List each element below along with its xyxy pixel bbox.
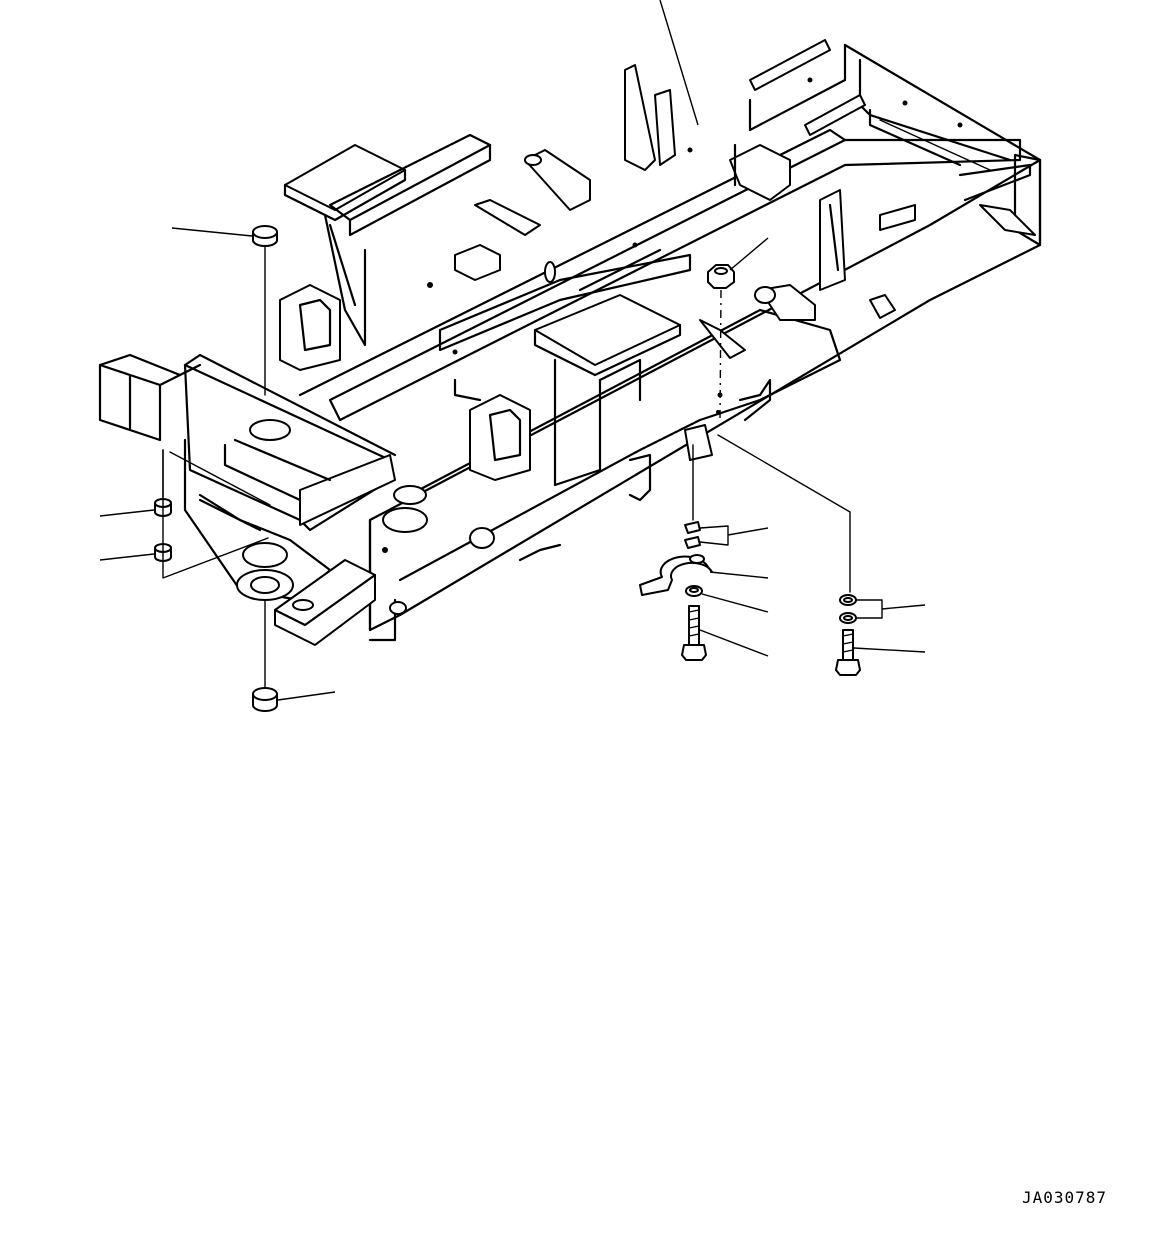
- leader-plug-upper: [99, 509, 155, 517]
- bolt-right: [835, 629, 861, 676]
- hex-nut: [707, 264, 735, 289]
- leader-frame: [659, 0, 699, 126]
- center-mount-bracket: [454, 244, 682, 487]
- front-mount-bracket: [279, 133, 492, 371]
- axis-line-plug-ref: [169, 451, 271, 506]
- leader-plug-lower: [99, 553, 155, 561]
- washer-pair: [839, 594, 857, 624]
- washer: [685, 585, 703, 597]
- leader-hex-nut: [729, 237, 769, 271]
- leader-clip-pair: [727, 527, 769, 536]
- rear-mount-bracket: [624, 39, 916, 291]
- frame-fittings: [382, 77, 1036, 615]
- leader-clip-pair-join: [699, 525, 729, 546]
- center-line-nut: [719, 289, 722, 421]
- leader-bolt-right: [853, 647, 926, 653]
- leader-bushing-top: [171, 227, 253, 237]
- bushing-bottom: [252, 687, 278, 712]
- leader-washer: [701, 593, 769, 613]
- leader-clamp: [709, 571, 769, 579]
- bushing-top: [252, 225, 278, 247]
- bolt-left: [681, 605, 707, 661]
- leader-bolt-left: [699, 629, 769, 657]
- main-frame: [298, 43, 1042, 642]
- front-coupling-assembly: [98, 353, 428, 646]
- drawing-code: JA030787: [1022, 1188, 1108, 1207]
- leader-washer-pair: [881, 604, 926, 610]
- clip-pair: [684, 521, 701, 549]
- leader-washer-pair-join: [855, 599, 883, 619]
- axis-line-right: [717, 434, 851, 593]
- leader-bushing-bottom: [277, 691, 336, 701]
